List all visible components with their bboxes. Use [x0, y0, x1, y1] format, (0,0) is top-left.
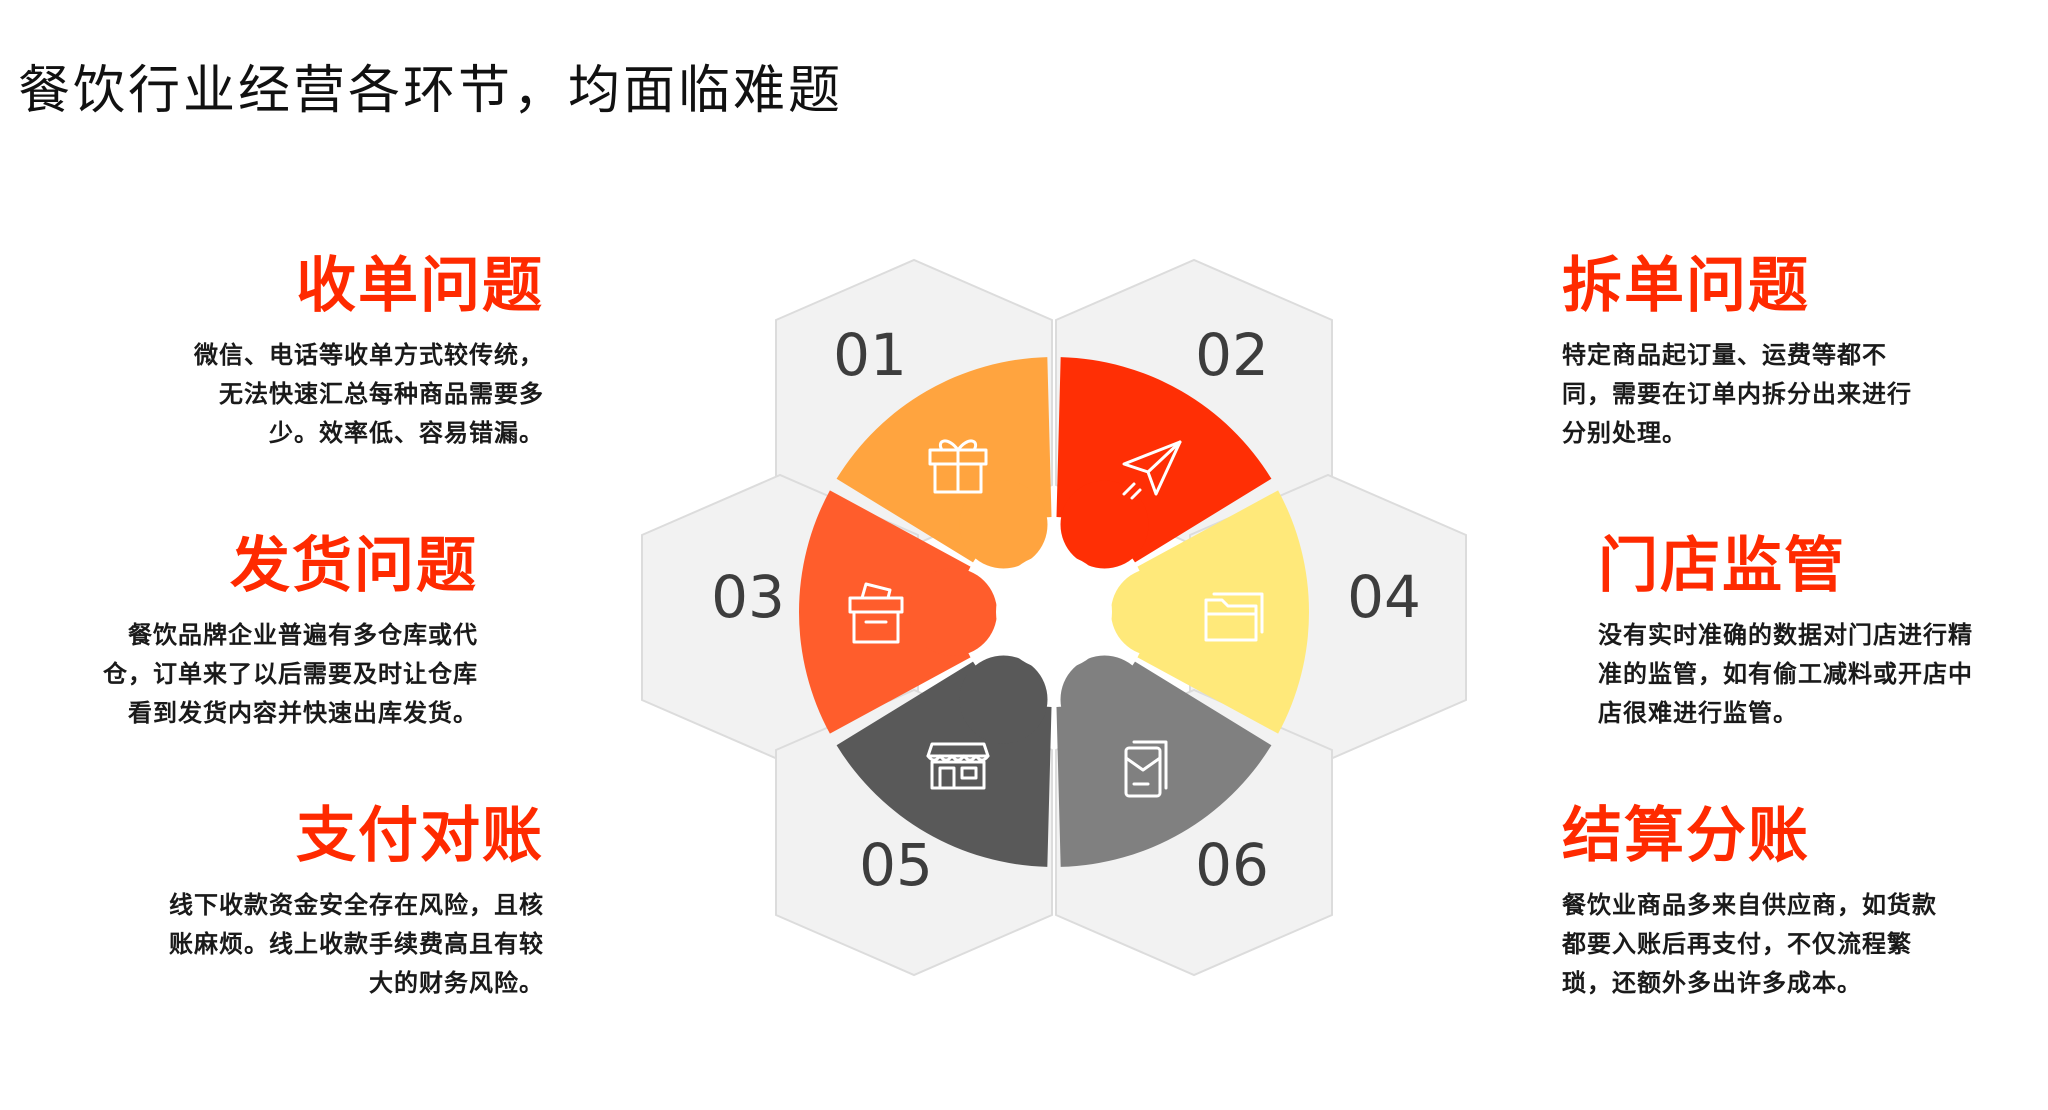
description-line: 少。效率低、容易错漏。 — [269, 419, 544, 447]
ring-knob-segment-05 — [959, 655, 1048, 744]
issue-store-supervision: 门店监管 没有实时准确的数据对门店进行精 准的监管，如有偷工减料或开店中 店很难… — [1598, 530, 2048, 733]
description-line: 线下收款资金安全存在风险，且核 — [169, 891, 544, 919]
ring-segment-04 — [1137, 490, 1309, 734]
document-envelope-icon — [1124, 740, 1168, 798]
number-label-05: 05 — [859, 831, 933, 899]
description-line: 店很难进行监管。 — [1598, 699, 1798, 727]
issue-settlement: 结算分账 餐饮业商品多来自供应商，如货款 都要入账后再支付，不仅流程繁 琐，还额… — [1562, 800, 2048, 1003]
description-line: 餐饮品牌企业普遍有多仓库或代 — [128, 621, 478, 649]
paper-plane-icon — [1122, 440, 1182, 500]
ring-knob-segment-02 — [1060, 480, 1149, 569]
issue-description: 线下收款资金安全存在风险，且核 账麻烦。线上收款手续费高且有较 大的财务风险。 — [24, 886, 544, 1003]
archive-box-icon — [848, 582, 904, 644]
ring-centre-hole — [996, 554, 1112, 670]
number-label-01: 01 — [833, 321, 907, 389]
issue-order-collection: 收单问题 微信、电话等收单方式较传统， 无法快速汇总每种商品需要多 少。效率低、… — [24, 250, 544, 453]
issue-title: 门店监管 — [1598, 531, 1846, 601]
issue-description: 餐饮品牌企业普遍有多仓库或代 仓，订单来了以后需要及时让仓库 看到发货内容并快速… — [0, 616, 478, 733]
issue-payment-reconciliation: 支付对账 线下收款资金安全存在风险，且核 账麻烦。线上收款手续费高且有较 大的财… — [24, 800, 544, 1003]
storefront-icon — [926, 742, 990, 790]
description-line: 仓，订单来了以后需要及时让仓库 — [103, 660, 478, 688]
description-line: 同，需要在订单内拆分出来进行 — [1562, 380, 1912, 408]
number-label-06: 06 — [1195, 831, 1269, 899]
issue-title: 结算分账 — [1562, 801, 1810, 871]
issue-title: 发货问题 — [230, 531, 478, 601]
description-line: 看到发货内容并快速出库发货。 — [128, 699, 478, 727]
issue-title: 拆单问题 — [1562, 251, 1810, 321]
ring-knob-segment-04 — [1111, 568, 1199, 656]
issue-description: 没有实时准确的数据对门店进行精 准的监管，如有偷工减料或开店中 店很难进行监管。 — [1598, 616, 2048, 733]
description-line: 餐饮业商品多来自供应商，如货款 — [1562, 891, 1937, 919]
description-line: 账麻烦。线上收款手续费高且有较 — [169, 930, 544, 958]
issue-title: 收单问题 — [296, 251, 544, 321]
description-line: 大的财务风险。 — [369, 969, 544, 997]
ring-knob-segment-01 — [959, 480, 1048, 569]
issue-shipping: 发货问题 餐饮品牌企业普遍有多仓库或代 仓，订单来了以后需要及时让仓库 看到发货… — [0, 530, 478, 733]
description-line: 微信、电话等收单方式较传统， — [194, 341, 544, 369]
description-line: 没有实时准确的数据对门店进行精 — [1598, 621, 1973, 649]
ring-knob-segment-03 — [909, 568, 997, 656]
description-line: 都要入账后再支付，不仅流程繁 — [1562, 930, 1912, 958]
gift-box-icon — [928, 439, 988, 494]
folder-icon — [1204, 592, 1264, 642]
issue-description: 餐饮业商品多来自供应商，如货款 都要入账后再支付，不仅流程繁 琐，还额外多出许多… — [1562, 886, 2048, 1003]
issue-title: 支付对账 — [296, 801, 544, 871]
description-line: 分别处理。 — [1562, 419, 1687, 447]
ring-knob-segment-06 — [1060, 655, 1149, 744]
issue-description: 特定商品起订量、运费等都不 同，需要在订单内拆分出来进行 分别处理。 — [1562, 336, 2048, 453]
description-line: 准的监管，如有偷工减料或开店中 — [1598, 660, 1973, 688]
number-label-04: 04 — [1347, 563, 1421, 631]
issue-order-splitting: 拆单问题 特定商品起订量、运费等都不 同，需要在订单内拆分出来进行 分别处理。 — [1562, 250, 2048, 453]
number-label-03: 03 — [711, 563, 785, 631]
description-line: 特定商品起订量、运费等都不 — [1562, 341, 1887, 369]
ring-segments — [799, 357, 1309, 867]
description-line: 无法快速汇总每种商品需要多 — [219, 380, 544, 408]
number-label-02: 02 — [1195, 321, 1269, 389]
page-title: 餐饮行业经营各环节，均面临难题 — [18, 61, 844, 121]
description-line: 琐，还额外多出许多成本。 — [1562, 969, 1862, 997]
issue-description: 微信、电话等收单方式较传统， 无法快速汇总每种商品需要多 少。效率低、容易错漏。 — [24, 336, 544, 453]
